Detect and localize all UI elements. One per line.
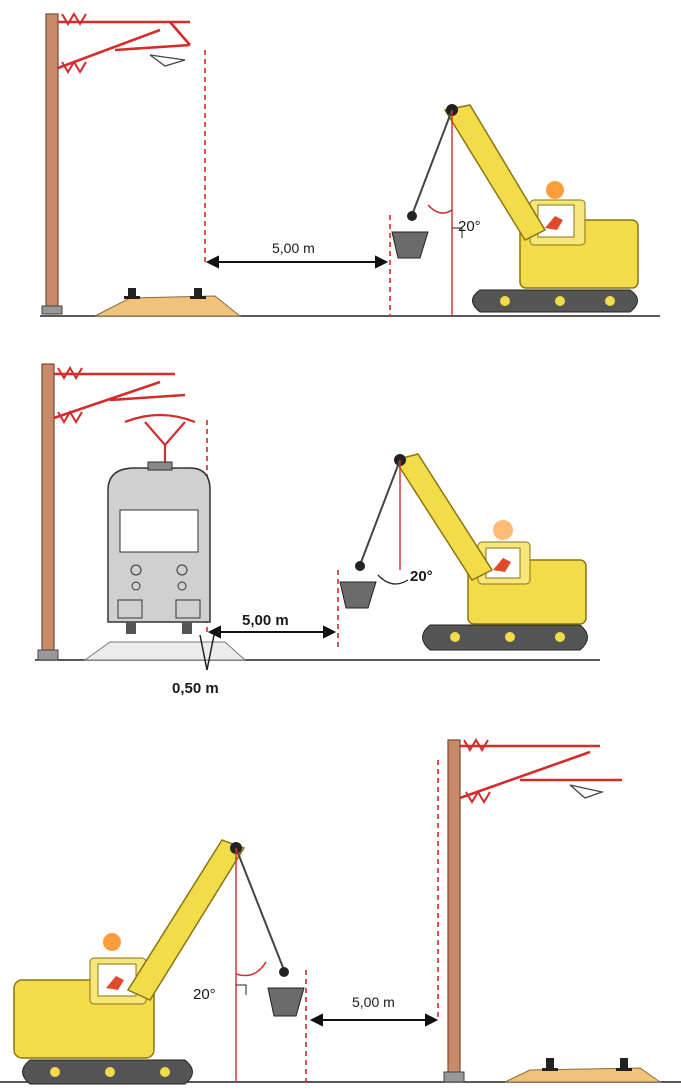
panel-3-distance-label: 5,00 m (352, 994, 395, 1010)
train-front (108, 462, 210, 634)
track-bed (505, 1068, 660, 1082)
catenary-cantilever (460, 740, 622, 802)
panel-2-angle-label: 20° (410, 568, 433, 585)
bucket-icon (340, 582, 376, 608)
catenary-cantilever (58, 14, 190, 72)
excavator (340, 454, 588, 650)
panel-2-scene (0, 350, 681, 700)
panel-2-offset-label: 0,50 m (172, 680, 219, 697)
panel-1-scene (0, 0, 681, 330)
bucket-icon (268, 988, 304, 1016)
panel-3-angle-label: 20° (193, 986, 216, 1003)
excavator (392, 104, 638, 316)
track-bed (95, 296, 240, 316)
panel-1-angle-label: 20° (458, 218, 481, 235)
distance-arrow (208, 257, 386, 267)
pantograph (125, 415, 195, 465)
catenary-mast (444, 740, 464, 1082)
panel-2-distance-label: 5,00 m (242, 612, 289, 629)
panel-3-scene (0, 730, 681, 1092)
bucket-icon (392, 232, 428, 258)
catenary-mast (42, 14, 62, 314)
track-bed (85, 642, 245, 660)
distance-arrow (312, 1015, 436, 1025)
catenary-cantilever (54, 368, 185, 422)
panel-1-distance-label: 5,00 m (272, 240, 315, 256)
excavator (14, 840, 304, 1084)
catenary-mast (38, 364, 58, 660)
